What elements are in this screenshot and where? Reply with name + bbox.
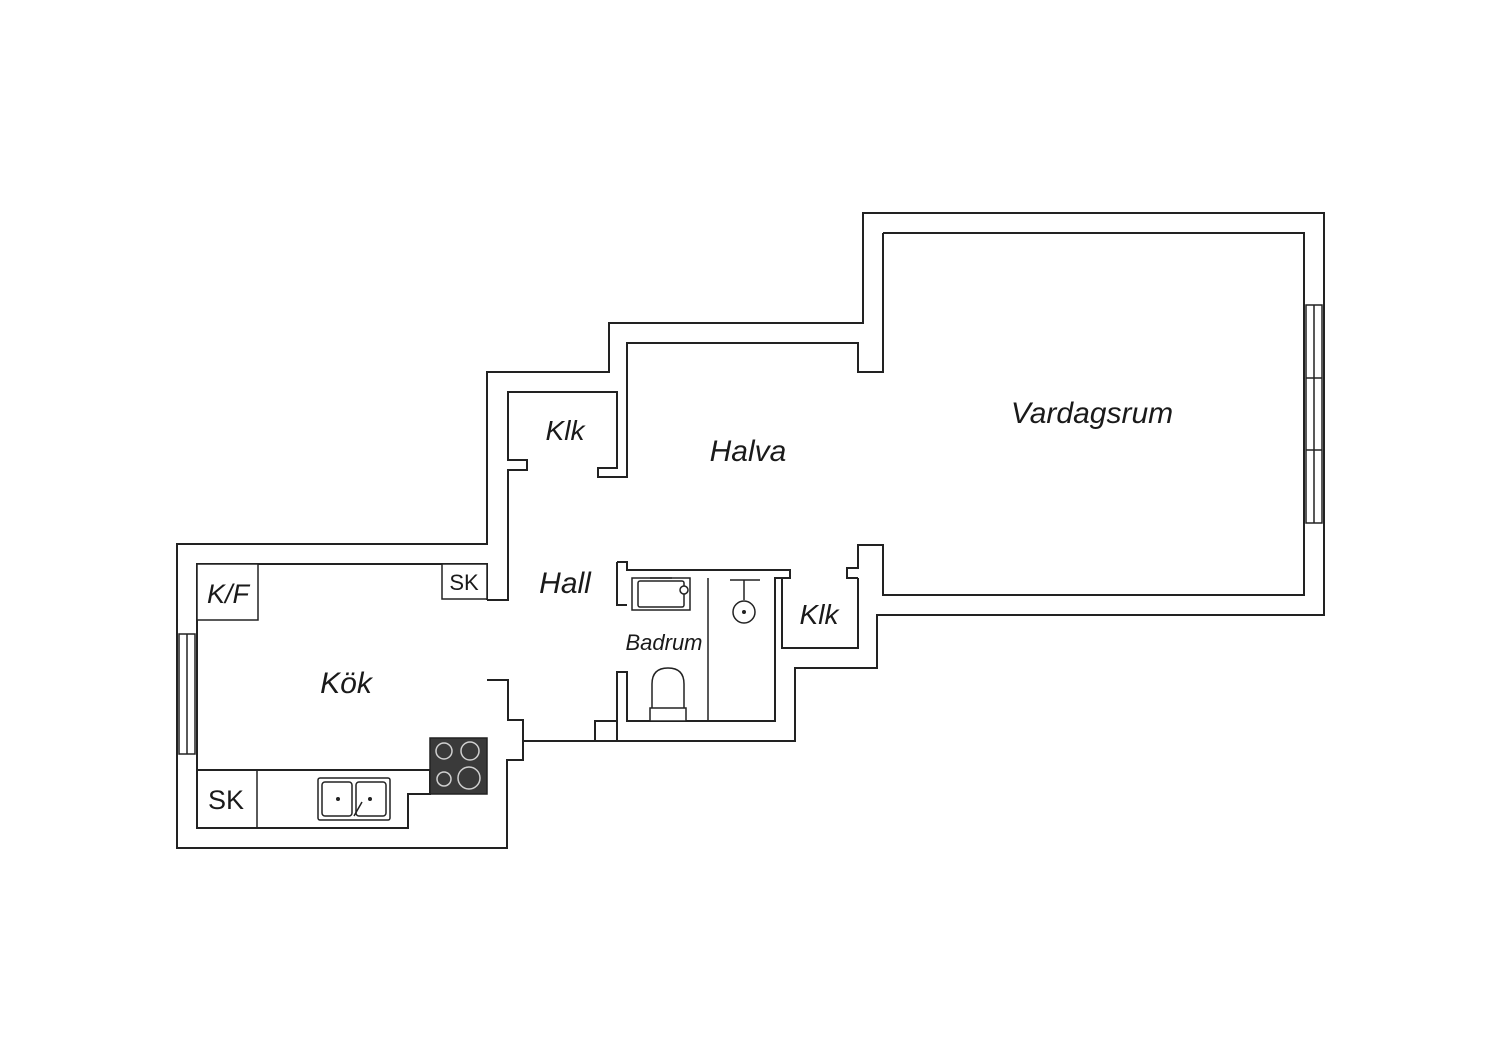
label-kf: K/F	[207, 579, 251, 609]
bathroom-left-wall	[616, 562, 627, 606]
shower-icon	[730, 579, 760, 624]
label-sk-kitchen: SK	[208, 785, 244, 815]
bathroom-wall	[594, 561, 791, 741]
closet-lower-wall	[781, 578, 859, 649]
washbasin-icon	[631, 577, 691, 611]
toilet-icon	[649, 667, 687, 722]
room-label-vardagsrum: Vardagsrum	[1011, 397, 1173, 430]
sk-hall-box	[441, 563, 488, 600]
room-label-kok: Kök	[320, 667, 374, 700]
room-label-badrum: Badrum	[625, 630, 702, 655]
room-label-halva: Halva	[710, 435, 787, 468]
label-sk-hall: SK	[449, 570, 479, 595]
outer-wall	[176, 212, 1325, 849]
inner-wall-halva	[487, 233, 884, 601]
window-icon	[178, 633, 196, 755]
sink-icon	[317, 777, 391, 821]
room-label-klk-lower: Klk	[800, 599, 841, 630]
inner-wall-living	[846, 232, 1305, 596]
room-label-hall: Hall	[539, 567, 592, 600]
window-icon	[1305, 304, 1323, 524]
stove-icon	[429, 737, 488, 795]
kitchen-right-wall	[487, 679, 524, 741]
kf-box	[196, 563, 259, 621]
room-label-klk-upper: Klk	[546, 415, 587, 446]
